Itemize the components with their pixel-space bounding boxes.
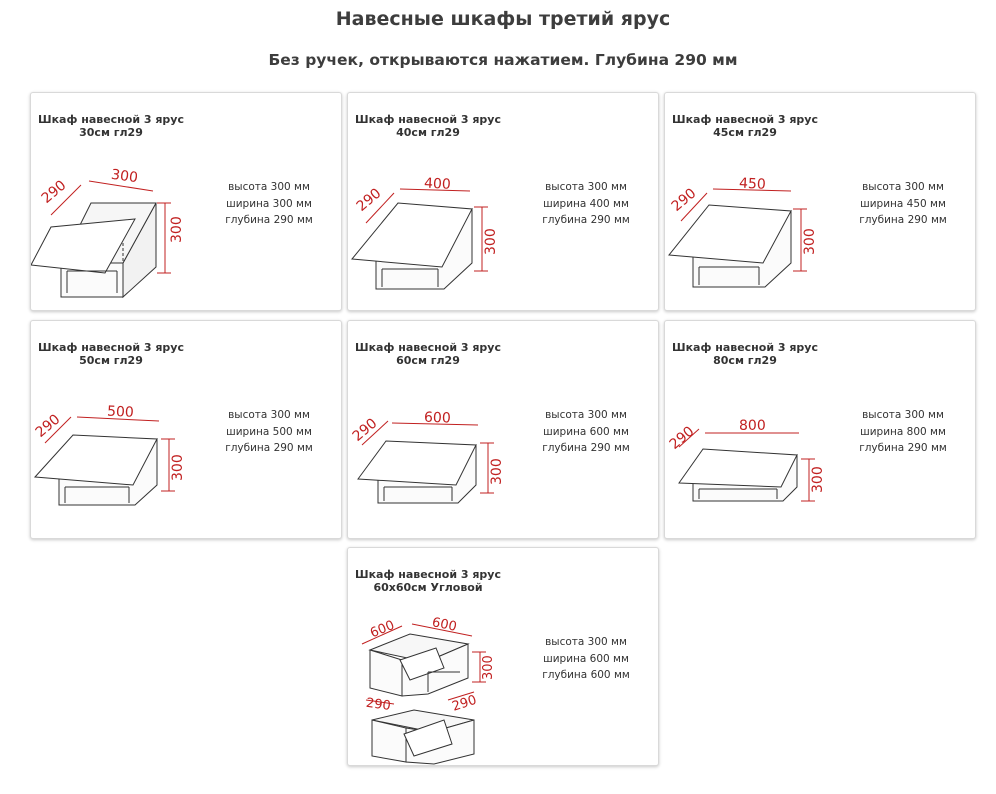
spec-width: ширина 500 мм [226, 425, 312, 438]
dim-width-label: 500 [107, 403, 135, 420]
cabinet-drawing: 290 800 300 [667, 418, 826, 502]
card-specs: высота 300 мм ширина 600 мм глубина 600 … [526, 634, 646, 684]
dim-width-label: 300 [110, 167, 139, 187]
page-subtitle: Без ручек, открываются нажатием. Глубина… [268, 51, 738, 69]
card-title-line1: Шкаф навесной 3 ярус [355, 568, 501, 581]
dim-height-label: 300 [169, 216, 185, 243]
dim-width-label: 600 [424, 410, 451, 427]
spec-height: высота 300 мм [545, 636, 627, 648]
spec-height: высота 300 мм [228, 181, 310, 193]
card-title-line2: 30см гл29 [79, 126, 143, 139]
dim-side-a-label: 600 [368, 618, 397, 641]
spec-height: высота 300 мм [862, 409, 944, 421]
product-card-corner-60x60[interactable]: Шкаф навесной 3 ярус 60x60см Угловой [347, 547, 659, 766]
spec-depth: глубина 290 мм [225, 442, 313, 454]
dim-depth-label: 290 [667, 423, 698, 452]
dim-width-label: 800 [739, 418, 766, 434]
spec-depth: глубина 290 мм [225, 214, 313, 226]
card-specs: высота 300 мм ширина 400 мм глубина 290 … [526, 179, 646, 229]
dim-side-b-label: 600 [431, 615, 458, 635]
dim-depth-label: 290 [33, 411, 64, 440]
card-title: Шкаф навесной 3 ярус 50см гл29 [33, 341, 189, 367]
card-specs: высота 300 мм ширина 800 мм глубина 290 … [843, 407, 963, 457]
card-title-line1: Шкаф навесной 3 ярус [672, 113, 818, 126]
spec-depth: глубина 290 мм [859, 214, 947, 226]
spec-width: ширина 600 мм [543, 652, 629, 665]
dim-depth-label: 290 [39, 177, 70, 206]
card-title-line1: Шкаф навесной 3 ярус [355, 341, 501, 354]
spec-depth: глубина 290 мм [542, 442, 630, 454]
card-title: Шкаф навесной 3 ярус 30см гл29 [33, 113, 189, 139]
dim-depth-label: 290 [350, 415, 381, 444]
card-title-line2: 40см гл29 [396, 126, 460, 139]
cabinet-drawing: 290 500 300 [33, 403, 186, 506]
card-title-line2: 45см гл29 [713, 126, 777, 139]
card-title-line1: Шкаф навесной 3 ярус [672, 341, 818, 354]
dim-height-label: 300 [481, 655, 496, 680]
card-specs: высота 300 мм ширина 500 мм глубина 290 … [209, 407, 329, 457]
dim-width-label: 450 [739, 175, 767, 192]
card-title-line1: Шкаф навесной 3 ярус [38, 113, 184, 126]
product-card-30[interactable]: Шкаф навесной 3 ярус 30см гл29 290 300 3… [30, 92, 342, 311]
cabinet-drawing: 290 400 300 [351, 175, 499, 290]
card-title: Шкаф навесной 3 ярус 80см гл29 [667, 341, 823, 367]
dim-depth-b-label: 290 [450, 693, 478, 715]
card-specs: высота 300 мм ширина 300 мм глубина 290 … [209, 179, 329, 229]
product-card-40[interactable]: Шкаф навесной 3 ярус 40см гл29 290 400 3… [347, 92, 659, 311]
spec-depth: глубина 290 мм [542, 214, 630, 226]
spec-width: ширина 450 мм [860, 197, 946, 210]
cabinet-drawing: 290 300 300 [31, 167, 185, 299]
product-card-45[interactable]: Шкаф навесной 3 ярус 45см гл29 290 450 3… [664, 92, 976, 311]
spec-height: высота 300 мм [862, 181, 944, 193]
card-specs: высота 300 мм ширина 600 мм глубина 290 … [526, 407, 646, 457]
cabinet-drawing: 290 450 300 [668, 175, 818, 288]
dim-height-label: 300 [483, 228, 499, 255]
card-title: Шкаф навесной 3 ярус 60x60см Угловой [350, 568, 506, 594]
spec-depth: глубина 600 мм [542, 669, 630, 681]
card-title-line1: Шкаф навесной 3 ярус [38, 341, 184, 354]
spec-width: ширина 400 мм [543, 197, 629, 210]
dim-height-label: 300 [810, 466, 826, 493]
spec-width: ширина 300 мм [226, 197, 312, 210]
card-title-line1: Шкаф навесной 3 ярус [355, 113, 501, 126]
spec-height: высота 300 мм [545, 181, 627, 193]
card-title-line2: 60x60см Угловой [373, 581, 483, 594]
product-card-60[interactable]: Шкаф навесной 3 ярус 60см гл29 290 600 3… [347, 320, 659, 539]
cabinet-drawing: 290 600 300 [350, 410, 505, 504]
corner-cabinet-drawing: 600 600 300 290 290 [361, 615, 496, 765]
product-card-80[interactable]: Шкаф навесной 3 ярус 80см гл29 290 800 3… [664, 320, 976, 539]
dim-height-label: 300 [489, 458, 505, 485]
spec-width: ширина 600 мм [543, 425, 629, 438]
page-title: Навесные шкафы третий ярус [335, 8, 671, 30]
card-title: Шкаф навесной 3 ярус 40см гл29 [350, 113, 506, 139]
dim-depth-label: 290 [669, 185, 700, 214]
spec-height: высота 300 мм [228, 409, 310, 421]
dim-height-label: 300 [170, 454, 186, 481]
dim-height-label: 300 [802, 228, 818, 255]
card-title-line2: 80см гл29 [713, 354, 777, 367]
product-card-50[interactable]: Шкаф навесной 3 ярус 50см гл29 290 500 3… [30, 320, 342, 539]
card-specs: высота 300 мм ширина 450 мм глубина 290 … [843, 179, 963, 229]
dim-depth-label: 290 [354, 185, 385, 214]
dim-width-label: 400 [424, 175, 452, 192]
card-title-line2: 50см гл29 [79, 354, 143, 367]
card-title: Шкаф навесной 3 ярус 60см гл29 [350, 341, 506, 367]
spec-depth: глубина 290 мм [859, 442, 947, 454]
spec-height: высота 300 мм [545, 409, 627, 421]
card-title-line2: 60см гл29 [396, 354, 460, 367]
card-title: Шкаф навесной 3 ярус 45см гл29 [667, 113, 823, 139]
spec-width: ширина 800 мм [860, 425, 946, 438]
dim-depth-a-label: 290 [365, 696, 392, 714]
